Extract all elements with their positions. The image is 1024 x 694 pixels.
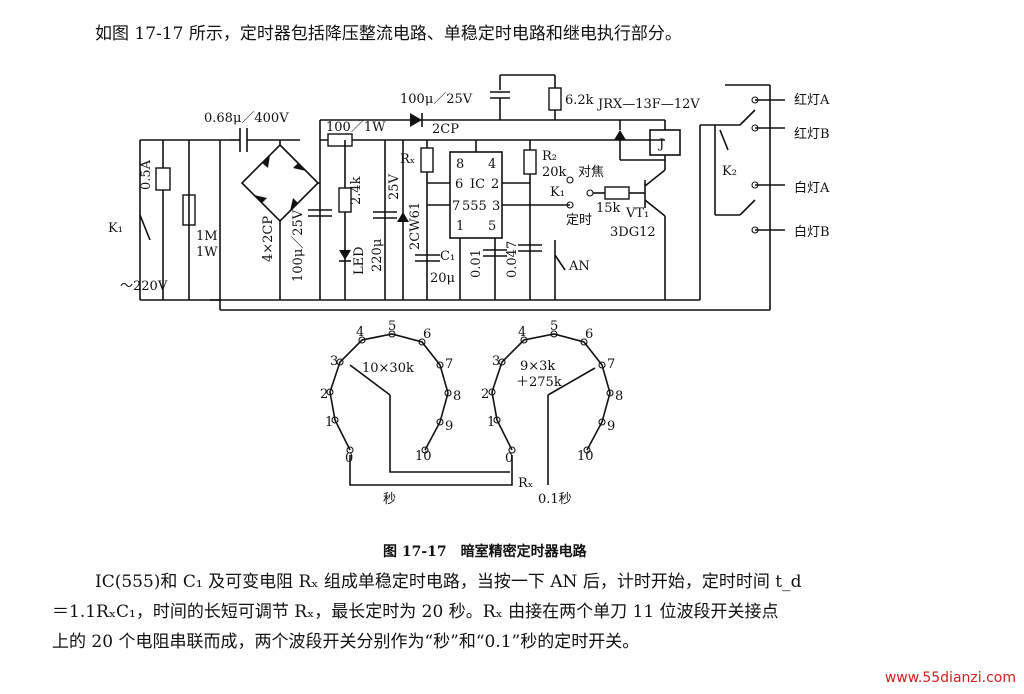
label-diode-top: 100μ／25V	[400, 92, 473, 107]
dial-right-pos-7: 7	[607, 357, 615, 372]
label-vt1-type: 3DG12	[610, 225, 656, 240]
label-bleed-res: 1M	[196, 229, 218, 244]
label-focus: 对焦	[578, 165, 604, 180]
label-an: AN	[568, 259, 590, 274]
ic-pin-1: 1	[456, 219, 464, 234]
figure-caption: 图 17-17 暗室精密定时器电路	[383, 544, 587, 560]
dial-left-pos-2: 2	[320, 387, 328, 402]
fuse-symbol	[155, 167, 171, 191]
body-line-1: IC(555)和 C₁ 及可变电阻 Rₓ 组成单稳定时电路，当按一下 AN 后，…	[95, 572, 802, 592]
label-lamp-red-a: 红灯A	[794, 92, 830, 108]
dial-right-pos-4: 4	[518, 325, 526, 340]
ic-pin-2: 2	[491, 177, 499, 192]
dial-right-pos-9: 9	[607, 419, 615, 434]
dial-left-pos-9: 9	[445, 419, 453, 434]
dial-right-pos-10: 10	[577, 449, 594, 464]
ic-pin-4: 4	[488, 157, 496, 172]
ic-label-555: 555	[462, 199, 487, 214]
label-c1-val: 20μ	[430, 271, 455, 286]
resistor-15k	[604, 186, 630, 200]
label-bleed-res-w: 1W	[196, 245, 218, 260]
label-lamp-white-b: 白灯B	[794, 224, 830, 240]
dial-right-pos-2: 2	[481, 387, 489, 402]
relay-coil	[649, 129, 681, 156]
label-cap-001: 0.01	[469, 249, 484, 278]
label-relay: JRX—13F—12V	[596, 97, 700, 112]
ic-pin-8: 8	[456, 157, 464, 172]
series-resistor-100	[327, 133, 353, 147]
dial-right-pos-5: 5	[550, 319, 558, 334]
label-r2-val: 20k	[542, 165, 567, 180]
label-2cp: 2CP	[432, 122, 459, 137]
label-dial-tenth: 0.1秒	[538, 492, 572, 507]
label-15k: 15k	[596, 201, 621, 216]
dial-left-pos-4: 4	[356, 325, 364, 340]
label-cap-series: 0.68μ／400V	[204, 111, 289, 126]
label-dial-sec: 秒	[383, 492, 396, 507]
dial-left-pos-5: 5	[388, 319, 396, 334]
label-bridge: 4×2CP	[261, 216, 276, 262]
resistor-2-4k	[338, 187, 352, 213]
label-cap-220: 220μ	[370, 239, 385, 272]
dial-left-pos-3: 3	[330, 354, 338, 369]
label-cap-220-v: 25V	[387, 173, 402, 200]
label-rx: Rₓ	[400, 152, 415, 167]
label-led: LED	[352, 246, 367, 275]
ic-pin-3: 3	[492, 199, 500, 214]
label-zener: 2CW61	[408, 202, 423, 250]
label-lamp-white-a: 白灯A	[794, 180, 830, 196]
ic-pin-6: 6	[455, 177, 463, 192]
label-lamp-red-b: 红灯B	[794, 126, 830, 142]
mains-section	[139, 128, 770, 311]
ic-pin-5: 5	[488, 219, 496, 234]
resistor-6-2k	[548, 87, 562, 111]
label-timing: 定时	[566, 213, 592, 228]
dial-left-pos-7: 7	[445, 357, 453, 372]
label-c1: C₁	[440, 249, 455, 264]
dial-seconds	[326, 330, 510, 473]
label-filter-cap: 100μ／25V	[291, 209, 306, 282]
label-6-2k: 6.2k	[565, 93, 594, 108]
label-cap-0047: 0.047	[505, 241, 520, 278]
resistor-r2	[523, 149, 537, 175]
label-supply: ～220V	[120, 279, 168, 294]
body-line-2: ＝1.1RₓC₁，时间的长短可调节 Rₓ，最长定时为 20 秒。Rₓ 由接在两个…	[52, 602, 779, 622]
dial-right-pos-6: 6	[585, 327, 593, 342]
label-dial-right-2: ＋275k	[516, 375, 562, 390]
label-k2: K₂	[722, 164, 737, 179]
dial-left-pos-10: 10	[415, 449, 432, 464]
dial-left-pos-6: 6	[423, 327, 431, 342]
label-vt1: VT₁	[625, 206, 649, 221]
resistor-rx	[420, 147, 434, 173]
label-k1-switch: K₁	[550, 185, 565, 200]
dial-right-pos-8: 8	[615, 389, 623, 404]
dial-right-pos-0: 0	[505, 451, 513, 466]
label-dial-right-1: 9×3k	[520, 359, 555, 374]
relay-contacts	[699, 84, 785, 310]
intro-paragraph: 如图 17-17 所示，定时器包括降压整流电路、单稳定时电路和继电执行部分。	[95, 24, 682, 44]
watermark: www.55dianzi.com	[884, 670, 1016, 686]
label-dial-rx: Rₓ	[518, 476, 533, 491]
dial-right-pos-1: 1	[487, 415, 495, 430]
ic-pin-7: 7	[452, 199, 460, 214]
dial-tenth-seconds	[349, 330, 614, 486]
label-r2: R₂	[542, 149, 557, 164]
label-relay-coil: J	[657, 137, 664, 152]
dial-left-pos-0: 0	[345, 451, 353, 466]
dial-left-pos-8: 8	[453, 389, 461, 404]
dial-left-pos-1: 1	[325, 415, 333, 430]
label-k1: K₁	[108, 221, 123, 236]
label-res-100: 100／1W	[326, 120, 386, 135]
label-fuse: 0.5A	[139, 159, 154, 190]
body-line-3: 上的 20 个电阻串联而成，两个波段开关分别作为“秒”和“0.1”秒的定时开关。	[52, 632, 640, 652]
label-dial-left: 10×30k	[362, 361, 414, 376]
label-ic: IC	[470, 177, 485, 192]
label-24k: 2.4k	[349, 176, 364, 205]
dial-right-pos-3: 3	[492, 354, 500, 369]
